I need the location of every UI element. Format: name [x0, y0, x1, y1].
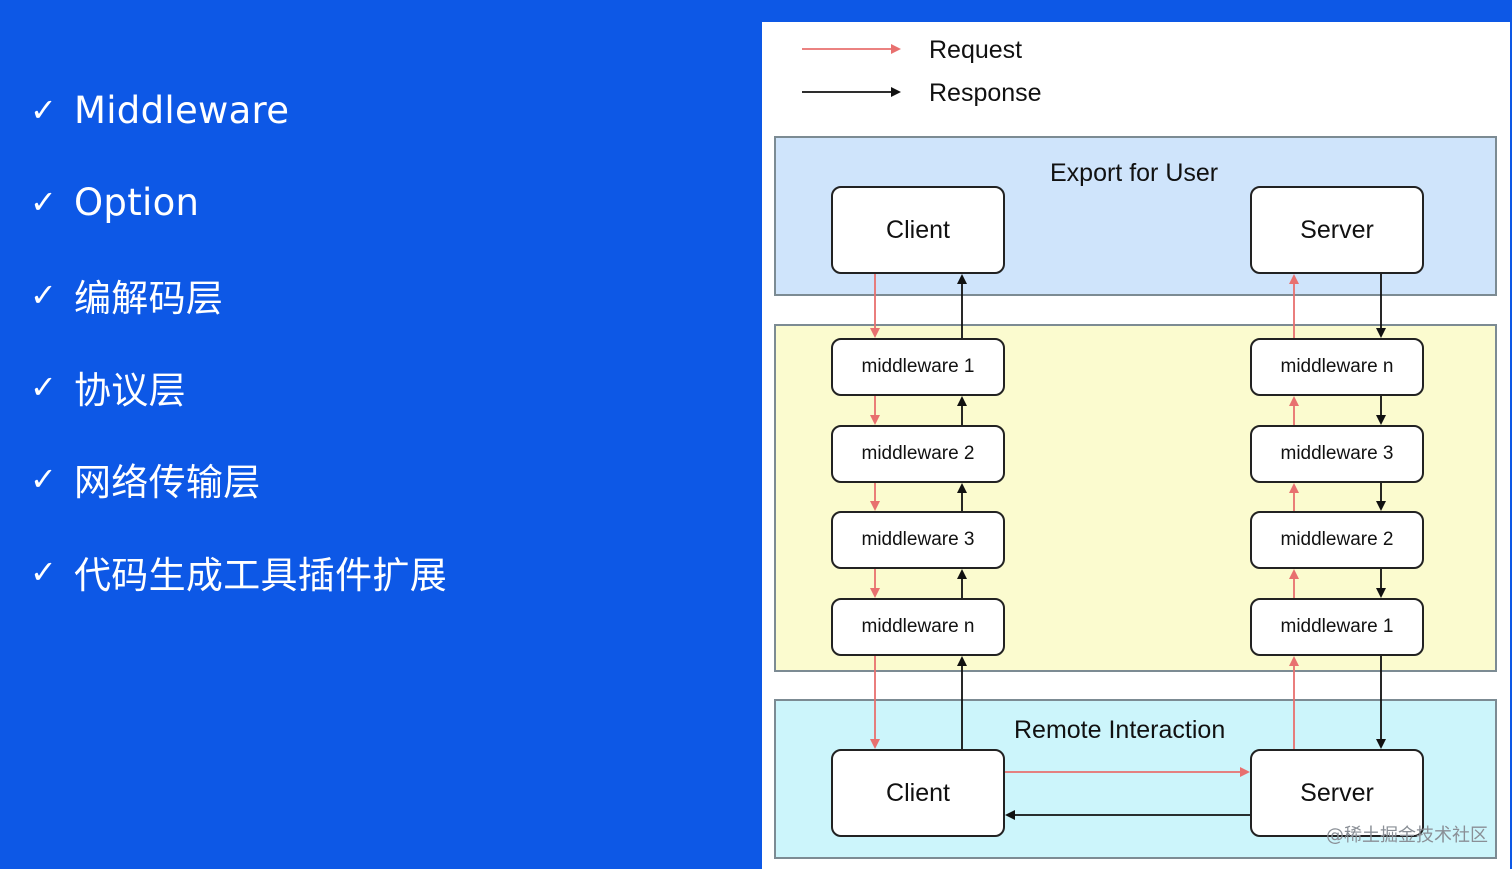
check-icon: ✓	[30, 183, 57, 221]
check-icon: ✓	[30, 91, 57, 129]
legend-request-label: Request	[929, 36, 1023, 64]
list-item-option: ✓ Option	[30, 172, 199, 232]
remote-server-node: Server	[1250, 749, 1424, 837]
client-middleware-n: middleware n	[831, 598, 1005, 656]
client-middleware-1: middleware 1	[831, 338, 1005, 396]
server-middleware-2: middleware 2	[1250, 511, 1424, 569]
list-item-label: 代码生成工具插件扩展	[74, 554, 447, 597]
client-middleware-3: middleware 3	[831, 511, 1005, 569]
server-middleware-n: middleware n	[1250, 338, 1424, 396]
server-node: Server	[1250, 186, 1424, 274]
diagram-panel: Request Response Export for User Remote …	[762, 22, 1510, 869]
check-icon: ✓	[30, 553, 57, 591]
client-node: Client	[831, 186, 1005, 274]
feature-list: ✓ Middleware ✓ Option ✓ 编解码层 ✓ 协议层 ✓ 网络传…	[30, 0, 750, 869]
list-item-protocol-layer: ✓ 协议层	[30, 357, 186, 417]
region-title-remote: Remote Interaction	[1014, 716, 1226, 744]
watermark-text: @稀土掘金技术社区	[1326, 825, 1488, 846]
flow-arrows	[802, 44, 1386, 820]
list-item-label: Option	[74, 180, 200, 224]
list-item-label: 协议层	[74, 369, 186, 412]
list-item-label: 编解码层	[74, 277, 224, 320]
legend-response-label: Response	[929, 79, 1042, 107]
list-item-label: Middleware	[74, 88, 290, 132]
list-item-codegen-plugin: ✓ 代码生成工具插件扩展	[30, 542, 447, 602]
check-icon: ✓	[30, 460, 57, 498]
client-middleware-2: middleware 2	[831, 425, 1005, 483]
list-item-codec-layer: ✓ 编解码层	[30, 265, 223, 325]
check-icon: ✓	[30, 276, 57, 314]
server-middleware-3: middleware 3	[1250, 425, 1424, 483]
server-middleware-1: middleware 1	[1250, 598, 1424, 656]
list-item-label: 网络传输层	[74, 461, 261, 504]
list-item-transport-layer: ✓ 网络传输层	[30, 449, 261, 509]
remote-client-node: Client	[831, 749, 1005, 837]
region-title-user: Export for User	[1050, 159, 1219, 187]
check-icon: ✓	[30, 368, 57, 406]
list-item-middleware: ✓ Middleware	[30, 80, 289, 140]
